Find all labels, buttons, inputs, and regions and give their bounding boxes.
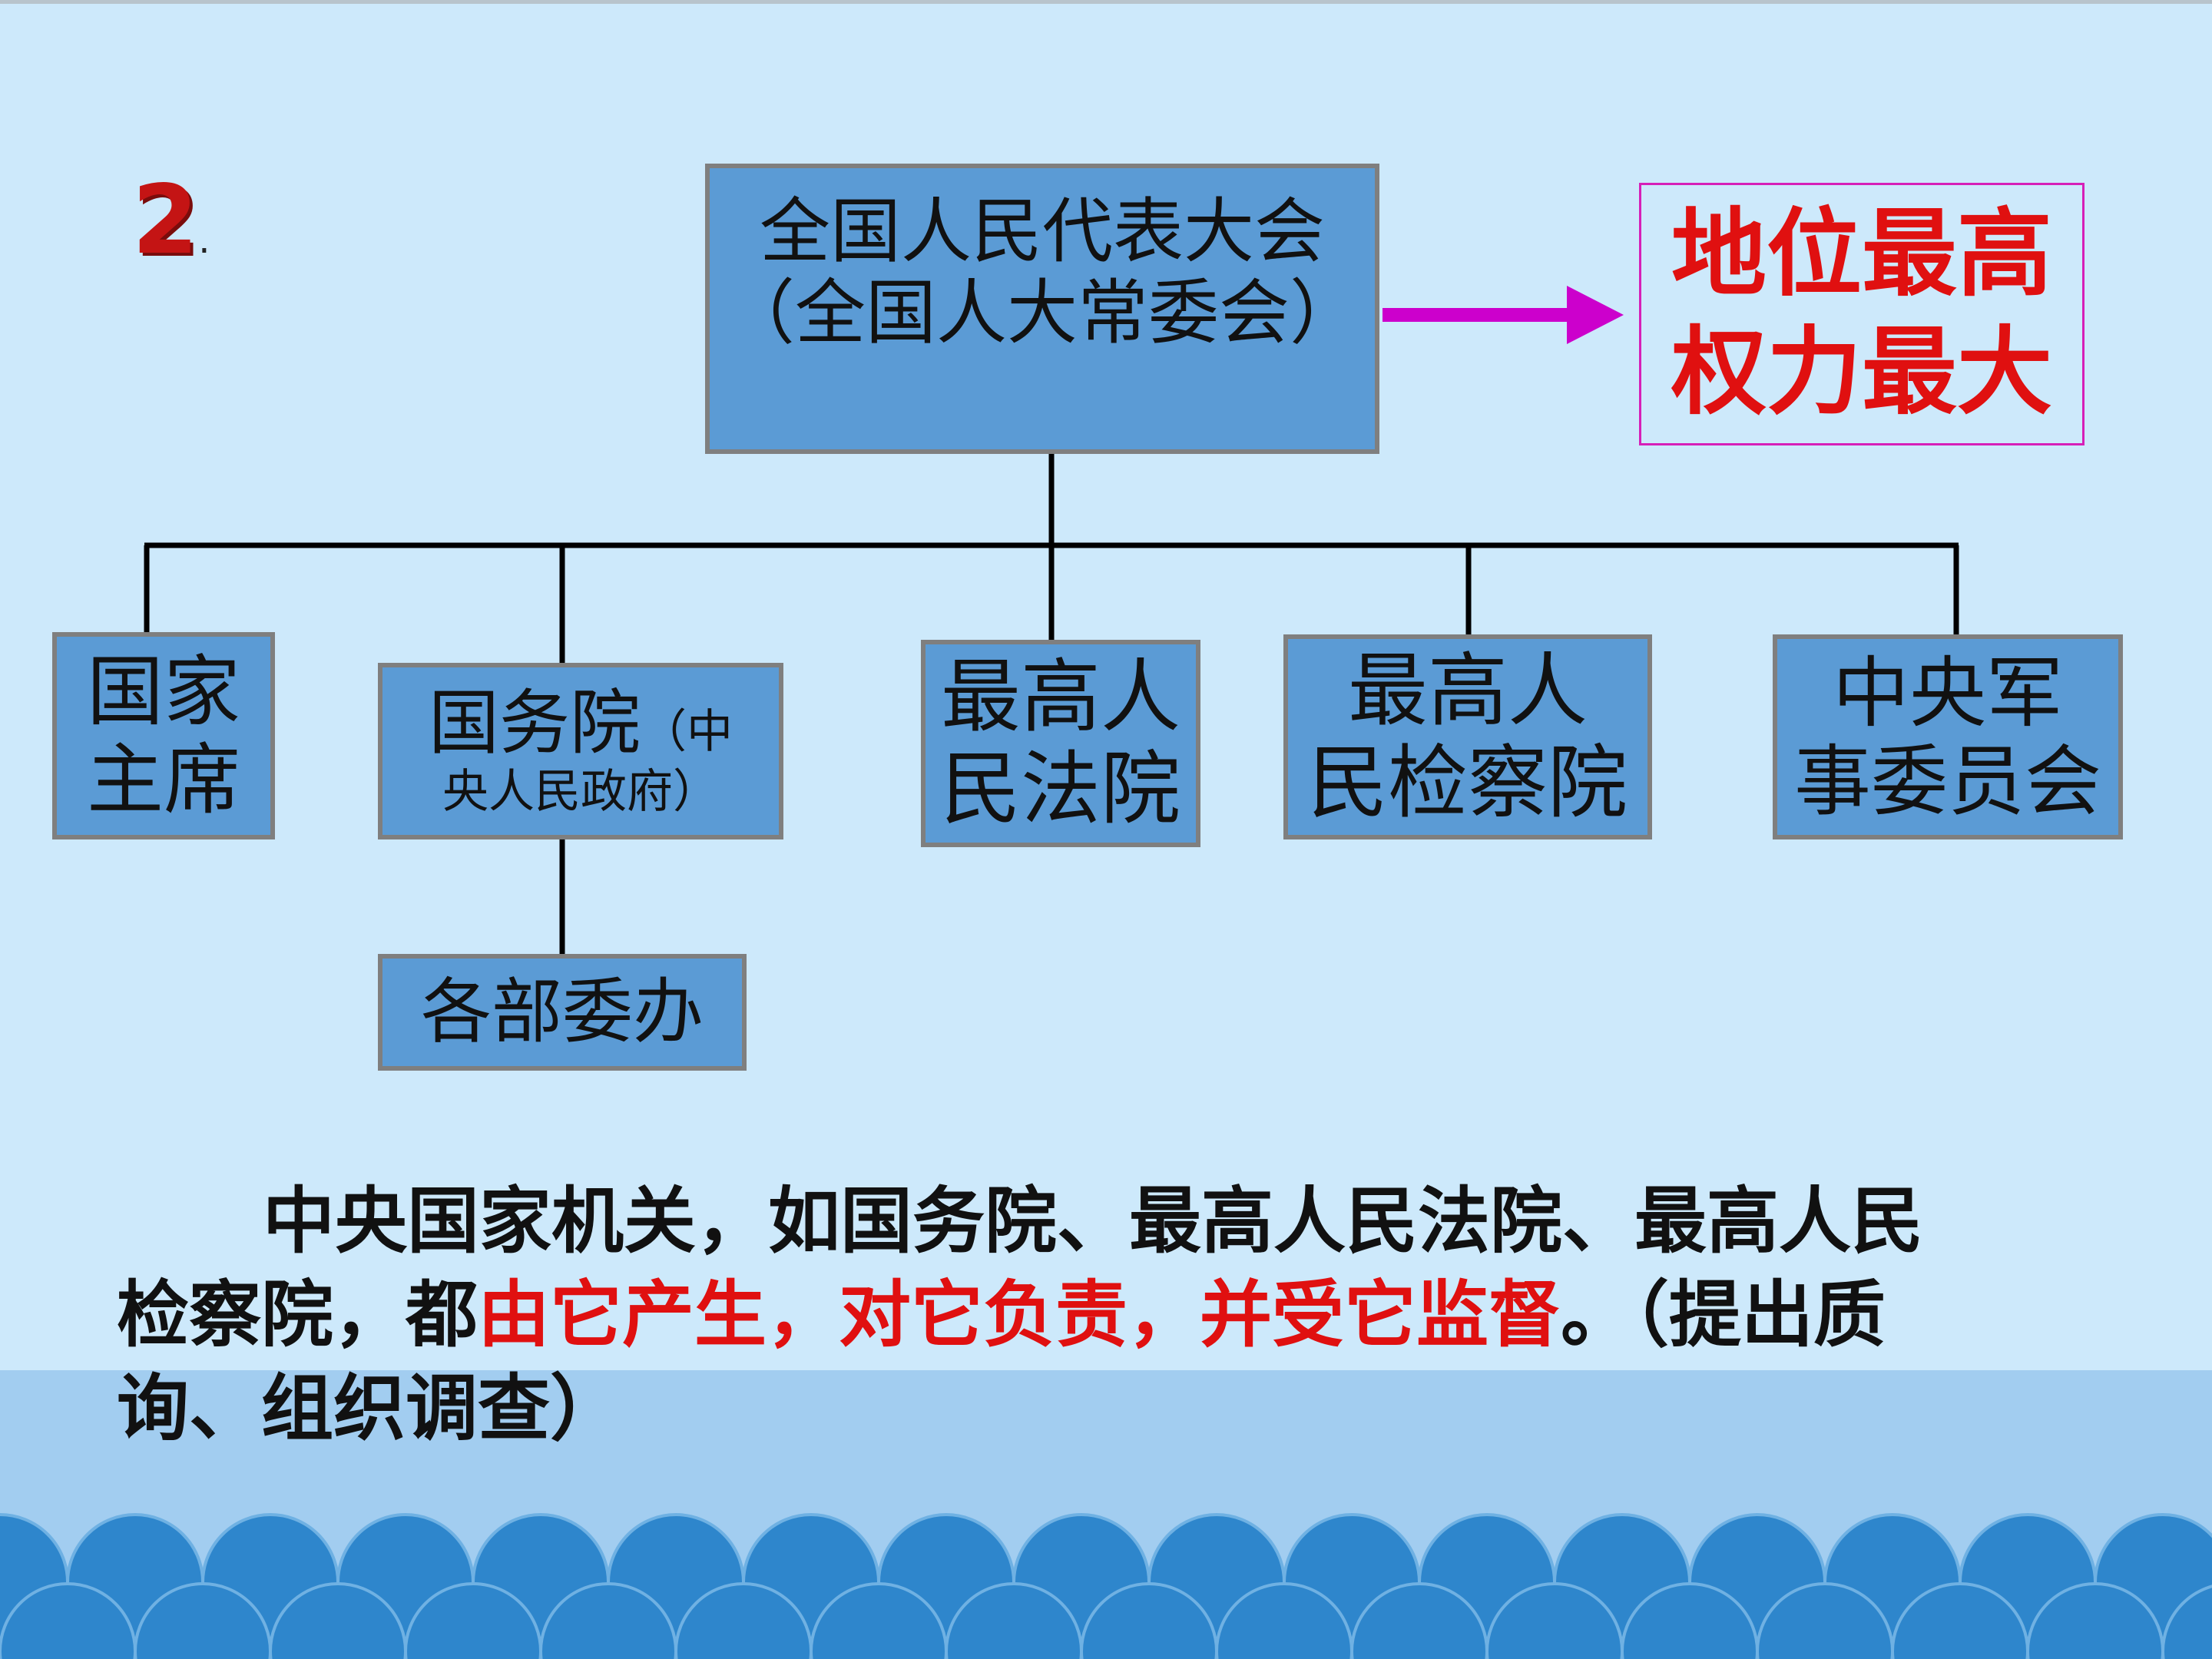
status-line-2: 权力最大 — [1671, 317, 2052, 428]
explanation-part-2: 。（提出质询、组织调查） — [117, 1273, 1886, 1451]
chairman-box: 国家 主席 — [52, 632, 275, 839]
chairman-line-2: 主席 — [87, 735, 240, 825]
slide-number: 2. — [132, 173, 210, 268]
chairman-line-1: 国家 — [87, 647, 240, 737]
state-council-label: 国务院 — [428, 682, 641, 765]
slide-number-digit: 2 — [132, 165, 199, 276]
military-commission-line-1: 中央军 — [1833, 647, 2063, 738]
supreme-court-line-2: 民法院 — [940, 742, 1181, 836]
npc-label: 全国人民代表大会 — [759, 190, 1325, 273]
supreme-court-box: 最高人 民法院 — [921, 640, 1200, 847]
explanation-highlight: 由它产生，对它负责，并受它监督 — [478, 1273, 1561, 1357]
state-council-line-1: 国务院（中 — [429, 683, 733, 764]
top-border-line — [0, 0, 2212, 4]
npc-standing-committee-label: （全国人大常委会） — [724, 271, 1360, 354]
state-council-box: 国务院（中 央人民政府） — [378, 663, 783, 839]
arrow-head — [1567, 286, 1624, 344]
explanation-part-1: 中央国家机关，如国务院、最高人民法院、最高人民检察院，都 — [117, 1180, 1924, 1357]
procuratorate-box: 最高人 民检察院 — [1283, 634, 1652, 839]
explanation-paragraph: 中央国家机关，如国务院、最高人民法院、最高人民检察院，都由它产生，对它负责，并受… — [117, 1175, 1991, 1456]
procuratorate-line-2: 民检察院 — [1307, 735, 1628, 830]
procuratorate-line-1: 最高人 — [1347, 643, 1588, 737]
ministries-label: 各部委办 — [420, 971, 704, 1054]
status-box: 地位最高 权力最大 — [1639, 183, 2085, 445]
status-line-1: 地位最高 — [1671, 199, 2052, 310]
wave-scallop — [2161, 1584, 2212, 1659]
military-commission-box: 中央军 事委员会 — [1773, 634, 2123, 839]
state-council-paren-open: （中 — [641, 705, 733, 760]
npc-box: 全国人民代表大会 （全国人大常委会） — [705, 164, 1379, 454]
supreme-court-line-1: 最高人 — [940, 650, 1181, 744]
slide-number-dot: . — [198, 219, 210, 262]
military-commission-line-2: 事委员会 — [1794, 736, 2101, 826]
ministries-box: 各部委办 — [378, 954, 747, 1071]
state-council-line-2: 央人民政府） — [442, 764, 719, 819]
